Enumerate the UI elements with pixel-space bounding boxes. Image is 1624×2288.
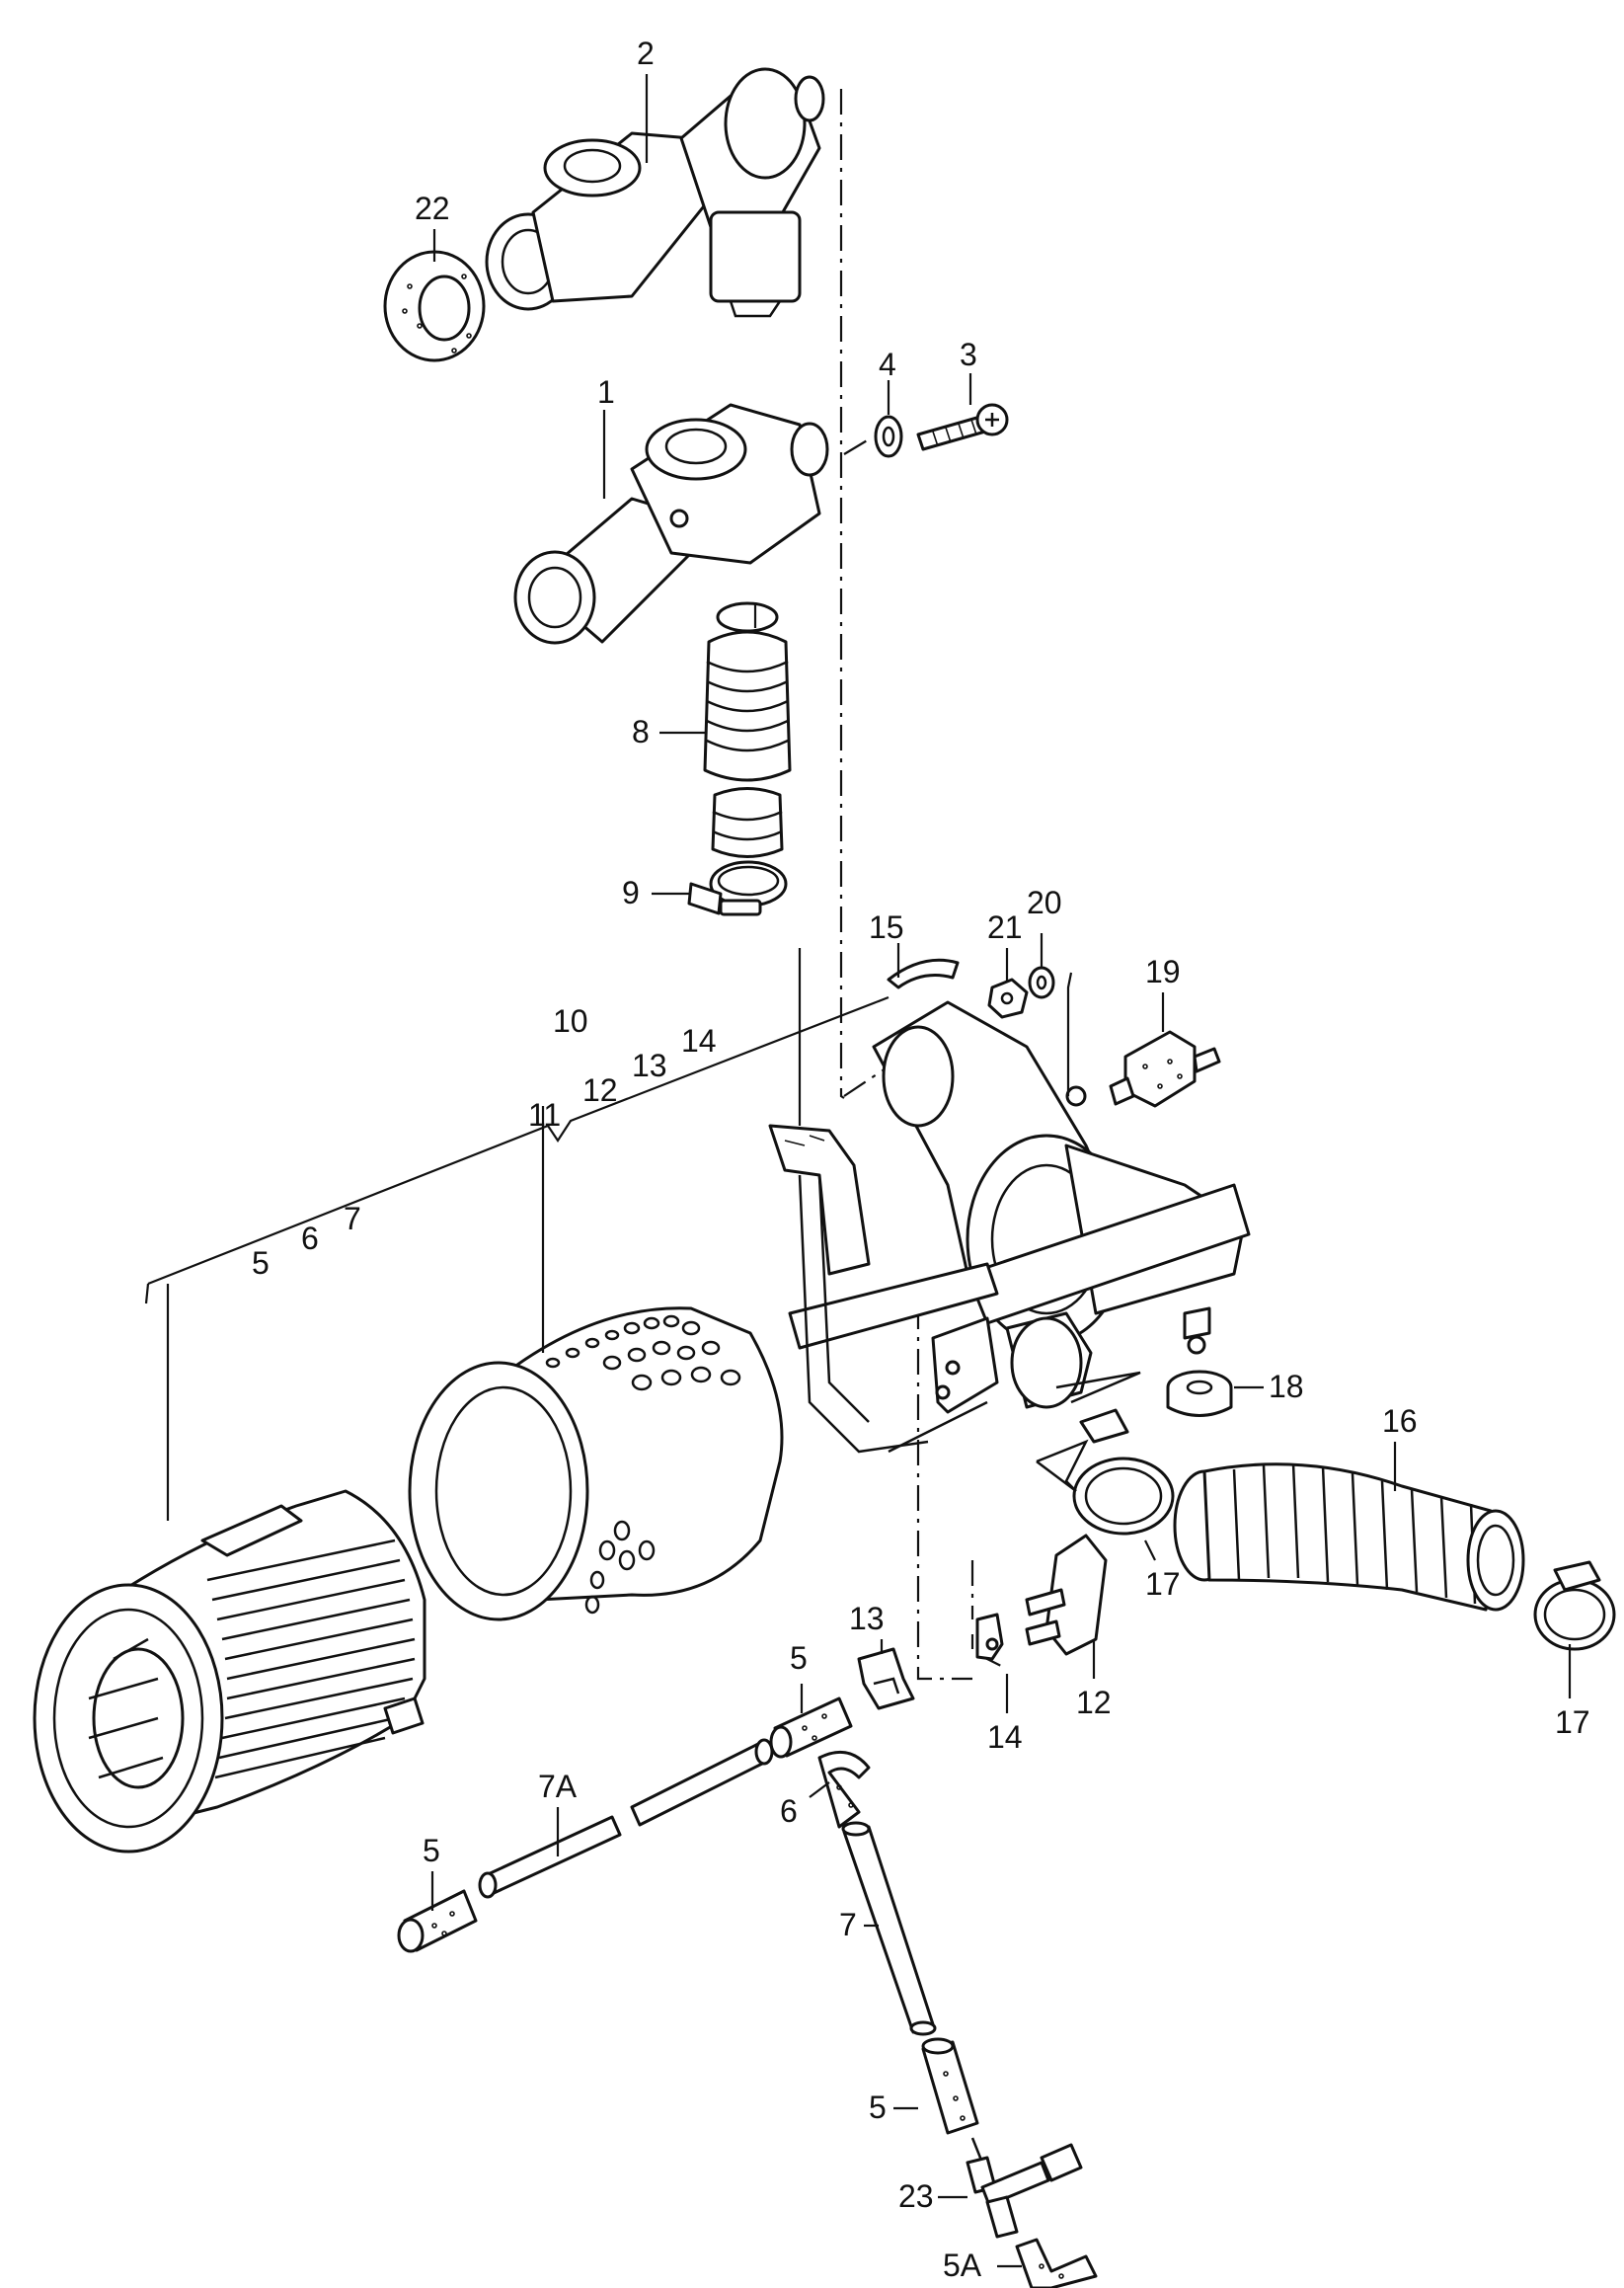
housing-outlet [931, 1311, 1141, 1414]
callout-5a: 5A [943, 2248, 982, 2283]
filter-housing-lower [33, 1489, 426, 1854]
housing-ribs [206, 1538, 416, 1779]
callout-21: 21 [987, 909, 1023, 945]
callout-7: 7 [839, 1907, 857, 1942]
callout-16: 16 [1382, 1403, 1418, 1439]
part-9-hose-clamp [687, 860, 788, 916]
callout-18: 18 [1269, 1369, 1304, 1404]
part-15-clip [887, 958, 960, 989]
callout-11: 11 [528, 1097, 561, 1133]
callout-7-group: 7 [344, 1201, 361, 1236]
callout-14-group: 14 [681, 1023, 717, 1059]
part-7-hose [841, 1821, 937, 2036]
callout-1: 1 [597, 374, 615, 410]
callout-9: 9 [622, 875, 640, 910]
part-5-hose-connector-upper [769, 1696, 853, 1759]
callout-12: 12 [1076, 1685, 1112, 1720]
part-6-elbow [817, 1750, 871, 1829]
callout-5-group: 5 [252, 1245, 270, 1281]
part-7a-hose [478, 1738, 774, 1899]
callout-13: 13 [849, 1601, 885, 1636]
callout-13-group: 13 [632, 1048, 667, 1083]
part-13-clip [857, 1647, 915, 1710]
part-16-intake-hose [1173, 1462, 1525, 1612]
part-5-hose-connector-left [397, 1889, 478, 1953]
leader-lines [144, 74, 1572, 2268]
callout-12-group: 12 [582, 1072, 618, 1108]
part-3-screw [916, 403, 1009, 451]
callout-20: 20 [1027, 885, 1062, 920]
part-17-clamp-left [1036, 1408, 1175, 1536]
callout-labels: 2 22 4 3 1 8 9 15 21 20 19 10 14 13 12 1… [252, 36, 1590, 2283]
callout-3: 3 [960, 337, 977, 372]
callout-10: 10 [553, 1003, 588, 1039]
callout-17-right: 17 [1555, 1704, 1590, 1740]
filter-perforation-holes [545, 1314, 741, 1615]
part-22-seal-ring [383, 250, 486, 362]
callout-2: 2 [637, 36, 655, 71]
callout-17-left: 17 [1145, 1566, 1181, 1602]
callout-7a: 7A [538, 1769, 578, 1804]
callout-4: 4 [879, 347, 896, 382]
callout-6-group: 6 [301, 1221, 319, 1256]
assembly-center-lines [753, 89, 1008, 1681]
part-4-washer [874, 415, 903, 458]
part-2-valve-assembly [485, 67, 825, 318]
callout-15: 15 [869, 909, 904, 945]
part-17-clamp-right [1533, 1560, 1616, 1651]
callout-5-left: 5 [423, 1833, 440, 1868]
callout-6: 6 [780, 1793, 798, 1829]
callout-5-lower: 5 [869, 2090, 887, 2125]
part-5-hose-connector-lower [921, 2037, 979, 2135]
callout-19: 19 [1145, 954, 1181, 989]
part-5a-elbow [1015, 2238, 1098, 2288]
part-14-clip [975, 1613, 1004, 1661]
part-12-vent-valve [1025, 1534, 1108, 1656]
mounting-bracket [768, 1124, 999, 1454]
part-11-filter-element [408, 1306, 784, 1621]
part-8-bellows [703, 601, 792, 858]
part-1-valve-with-funnel [513, 403, 829, 645]
part-23-t-connector [966, 2137, 1083, 2239]
part-21-nut [987, 978, 1029, 1019]
callout-14: 14 [987, 1719, 1023, 1755]
part-19-bushing [1109, 1030, 1221, 1108]
part-20-washer [1028, 966, 1055, 999]
part-18-grommet [1166, 1306, 1233, 1417]
callout-22: 22 [415, 191, 450, 226]
callout-8: 8 [632, 714, 650, 750]
callout-5-upper: 5 [790, 1640, 808, 1676]
callout-23: 23 [898, 2178, 934, 2214]
air-filter-housing-upper [872, 1000, 1251, 1345]
